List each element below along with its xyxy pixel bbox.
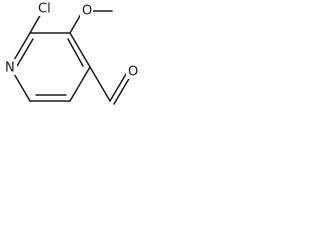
- bond-c4-cho: [89, 66, 111, 102]
- methoxy-oxygen-label: O: [82, 4, 92, 19]
- substituents: [29, 10, 131, 105]
- chemical-structure-diagram: N Cl O O: [3, 1, 140, 105]
- pyridine-ring: [9, 32, 91, 102]
- methoxy-o-label-bg: [80, 3, 93, 18]
- double-bond-inner-c2-n: [16, 38, 34, 67]
- ring-n-label-bg: [3, 59, 17, 75]
- bond-c4-c5: [69, 66, 91, 102]
- aldehyde-oxygen-label: O: [128, 65, 138, 80]
- double-bond-inner-c3-c4: [67, 38, 84, 67]
- bond-cho-o-inner: [113, 76, 131, 105]
- bond-c3-o: [69, 13, 82, 34]
- chlorine-label-bg: [37, 1, 57, 16]
- chlorine-label: Cl: [38, 2, 51, 17]
- bond-c3-c4: [69, 32, 91, 68]
- atom-labels: N Cl O O: [3, 1, 140, 80]
- bond-cho-o-outer: [109, 73, 127, 102]
- aldehyde-o-label-bg: [126, 64, 140, 79]
- ring-nitrogen-label: N: [5, 61, 15, 76]
